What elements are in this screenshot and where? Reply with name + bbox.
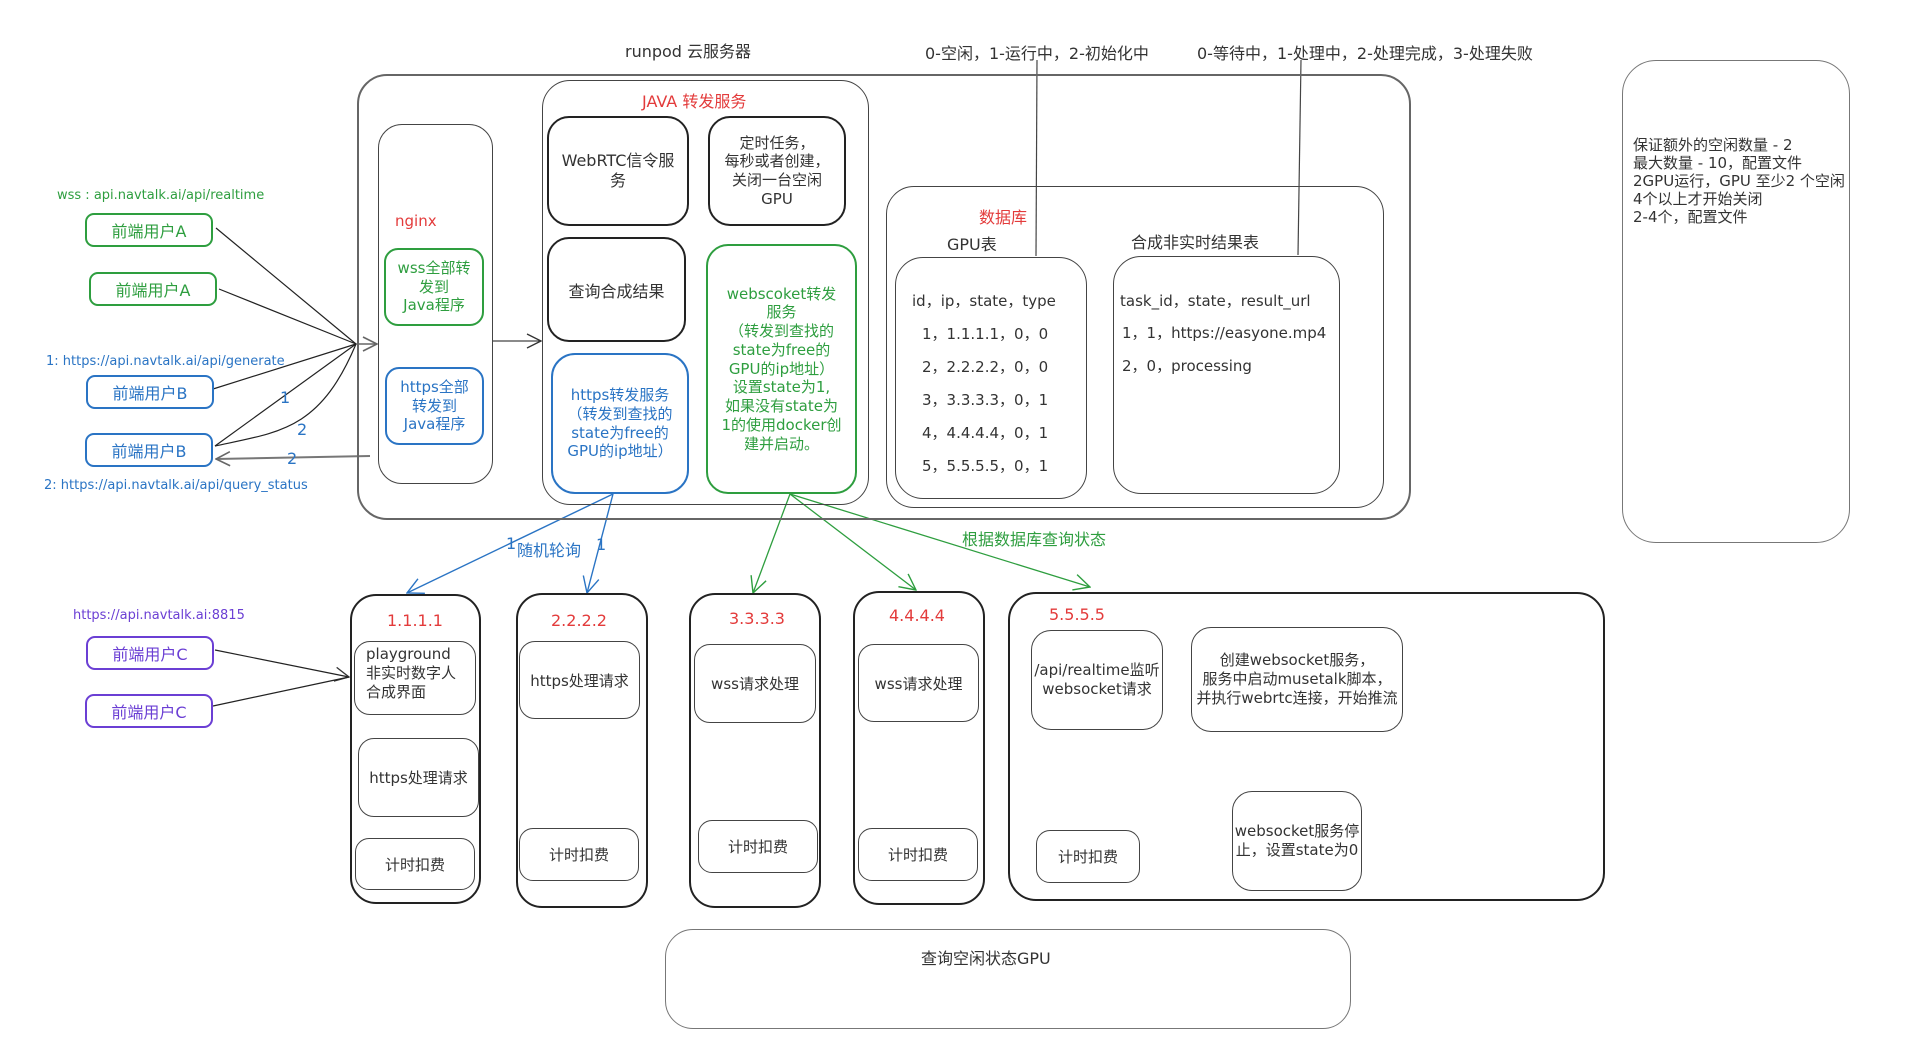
result-table-header: task_id，state，result_url: [1120, 292, 1311, 310]
gpu-table-row: 4，4.4.4.4，0，1: [922, 424, 1049, 442]
user-c-node-1[interactable]: 前端用户C: [86, 636, 214, 670]
idle-gpu-query-label: 查询空闲状态GPU: [921, 949, 1051, 968]
gpu-table-row: 5，5.5.5.5，0，1: [922, 457, 1049, 475]
gpu5-create-ws-node[interactable]: 创建websocket服务， 服务中启动musetalk脚本， 并执行webrt…: [1191, 627, 1403, 732]
gpu-table-row: 3，3.3.3.3，0，1: [922, 391, 1049, 409]
task-state-legend: 0-等待中，1-处理中，2-处理完成，3-处理失败: [1197, 44, 1533, 63]
gpu-table-title: GPU表: [947, 235, 997, 254]
nginx-title: nginx: [395, 212, 437, 230]
user-a-url: wss : api.navtalk.ai/api/realtime: [57, 188, 265, 203]
round-robin-right-index: 1: [596, 535, 607, 554]
gpu-block-https[interactable]: https处理请求: [358, 738, 479, 817]
nginx-wss-rule[interactable]: wss全部转 发到 Java程序: [384, 248, 484, 326]
java-service-title: JAVA 转发服务: [642, 92, 747, 111]
webrtc-signaling-node[interactable]: WebRTC信令服 务: [547, 116, 689, 226]
edge-user-a1-nginx: [215, 227, 357, 345]
result-table-title: 合成非实时结果表: [1131, 233, 1260, 252]
gpu5-stop-node[interactable]: websocket服务停 止，设置state为0: [1232, 791, 1362, 891]
gpu-block-https[interactable]: https处理请求: [519, 641, 640, 719]
db-query-label: 根据数据库查询状态: [962, 530, 1107, 549]
edge-user-c2-gpu1: [212, 676, 350, 707]
gpu-table-row: 2，2.2.2.2，0，0: [922, 358, 1049, 376]
edge-label-step2a: 2: [297, 420, 308, 439]
gpu-block-wss[interactable]: wss请求处理: [858, 644, 979, 722]
gpu-node-ip: 1.1.1.1: [387, 611, 443, 630]
database-title: 数据库: [979, 208, 1028, 227]
gpu-block-billing[interactable]: 计时扣费: [858, 828, 978, 881]
user-b-query-url: 2: https://api.navtalk.ai/api/query_stat…: [44, 478, 308, 493]
user-b-node-2[interactable]: 前端用户B: [85, 433, 213, 467]
result-table-row: 1，1，https://easyone.mp4: [1122, 324, 1327, 342]
websocket-forward-node[interactable]: webscoket转发 服务 （转发到查找的 state为free的 GPU的i…: [706, 244, 857, 494]
gpu-node-ip: 2.2.2.2: [551, 611, 607, 630]
result-table-row: 2，0，processing: [1122, 357, 1252, 375]
database-container: [886, 186, 1384, 508]
gpu-block-billing[interactable]: 计时扣费: [698, 820, 818, 873]
gpu-block-wss[interactable]: wss请求处理: [694, 644, 816, 723]
gpu5-listen-node[interactable]: /api/realtime监听 websocket请求: [1031, 630, 1163, 730]
gpu-block-billing[interactable]: 计时扣费: [519, 828, 639, 881]
edge-label-step1: 1: [280, 388, 291, 407]
config-notes: 保证额外的空闲数量 - 2 最大数量 - 10，配置文件 2GPU运行，GPU …: [1633, 136, 1845, 226]
result-table: task_id，state，result_url 1，1，https://eas…: [1113, 256, 1340, 494]
gpu-node-ip: 4.4.4.4: [889, 606, 945, 625]
gpu-block-billing[interactable]: 计时扣费: [355, 838, 475, 890]
java-service-container: [542, 80, 869, 505]
user-c-node-2[interactable]: 前端用户C: [85, 694, 213, 728]
gpu-node-ip: 3.3.3.3: [729, 609, 785, 628]
round-robin-label: 随机轮询: [517, 541, 582, 560]
gpu-table-header: id，ip，state，type: [912, 292, 1056, 310]
https-forward-node[interactable]: https转发服务 （转发到查找的 state为free的 GPU的ip地址）: [551, 353, 689, 494]
query-result-node[interactable]: 查询合成结果: [547, 237, 686, 342]
round-robin-left-index: 1: [506, 534, 517, 553]
scheduler-node[interactable]: 定时任务， 每秒或者创建， 关闭一台空闲 GPU: [708, 116, 846, 226]
idle-gpu-query-box[interactable]: 查询空闲状态GPU: [665, 929, 1351, 1029]
edge-user-a2-nginx: [218, 288, 357, 345]
user-b-node-1[interactable]: 前端用户B: [86, 375, 214, 409]
nginx-https-rule[interactable]: https全部 转发到 Java程序: [385, 367, 484, 445]
gpu-block-playground[interactable]: playground 非实时数字人 合成界面: [354, 641, 476, 715]
cloud-title: runpod 云服务器: [625, 42, 752, 61]
config-notes-box: [1622, 60, 1850, 543]
cloud-server-container: [357, 74, 1411, 520]
gpu-state-legend: 0-空闲，1-运行中，2-初始化中: [925, 44, 1149, 63]
edge-user-c1-gpu1: [214, 649, 349, 677]
gpu5-billing-node[interactable]: 计时扣费: [1036, 830, 1140, 883]
user-c-url: https://api.navtalk.ai:8815: [73, 608, 245, 623]
user-b-generate-url: 1: https://api.navtalk.ai/api/generate: [46, 354, 285, 369]
edge-label-step2b: 2: [287, 449, 298, 468]
user-a-node-1[interactable]: 前端用户A: [85, 213, 213, 247]
gpu-node-ip: 5.5.5.5: [1049, 605, 1105, 624]
gpu-table: id，ip，state，type 1，1.1.1.1，0，0 2，2.2.2.2…: [895, 257, 1087, 499]
user-a-node-2[interactable]: 前端用户A: [89, 272, 217, 306]
gpu-table-row: 1，1.1.1.1，0，0: [922, 325, 1049, 343]
